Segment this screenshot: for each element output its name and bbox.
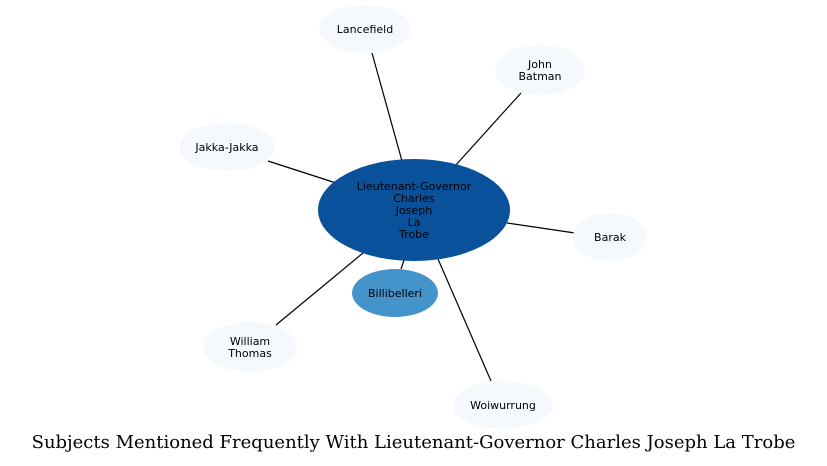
node-lancefield-label-line: Lancefield: [337, 23, 393, 36]
node-center-label-line: Trobe: [398, 228, 429, 241]
node-woiwurrung-label-line: Woiwurrung: [470, 399, 536, 412]
node-jakka-jakka: Jakka-Jakka: [179, 123, 275, 171]
edge-billibelleri: [400, 259, 405, 270]
node-william-thomas-label-line: Thomas: [227, 347, 272, 360]
node-center-shape: [318, 159, 510, 261]
node-william-thomas-label-line: William: [230, 335, 270, 348]
subject-network-graph: Lieutenant-GovernorCharlesJosephLaTrobeL…: [179, 5, 647, 429]
node-billibelleri-label-line: Billibelleri: [368, 287, 422, 300]
node-woiwurrung: Woiwurrung: [453, 381, 553, 429]
node-barak-shape: [573, 213, 647, 261]
graph-title: Subjects Mentioned Frequently With Lieut…: [31, 432, 796, 453]
node-billibelleri-shape: [352, 269, 438, 317]
node-center-label-line: Joseph: [395, 204, 432, 217]
node-john-batman-label-line: Batman: [518, 70, 561, 83]
node-barak-label-line: Barak: [594, 231, 627, 244]
node-william-thomas-shape: [203, 322, 297, 372]
node-lancefield: Lancefield: [319, 5, 411, 53]
edge-lancefield: [371, 52, 403, 162]
node-john-batman-label-line: John: [527, 58, 552, 71]
node-woiwurrung-shape: [453, 381, 553, 429]
node-center-label-line: La: [408, 216, 421, 229]
node-center-label-line: Charles: [393, 192, 435, 205]
edge-barak: [506, 222, 576, 234]
edge-jakka-jakka: [267, 160, 337, 184]
node-center-label-line: Lieutenant-Governor: [357, 180, 472, 193]
edge-william-thomas: [275, 252, 364, 326]
edge-woiwurrung: [437, 258, 492, 382]
node-barak: Barak: [573, 213, 647, 261]
node-jakka-jakka-shape: [179, 123, 275, 171]
node-lancefield-shape: [319, 5, 411, 53]
node-billibelleri: Billibelleri: [352, 269, 438, 317]
node-jakka-jakka-label-line: Jakka-Jakka: [194, 141, 258, 154]
node-john-batman-shape: [495, 45, 585, 95]
edge-john-batman: [454, 92, 522, 167]
